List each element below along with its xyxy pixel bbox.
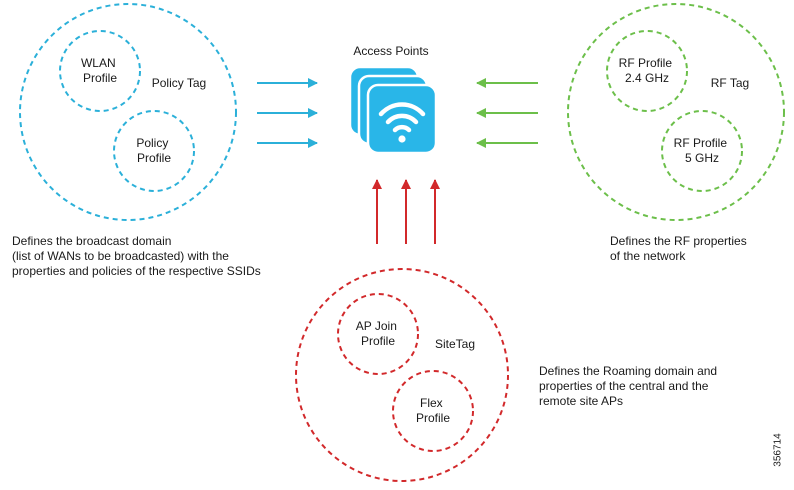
site-caption-line: properties of the central and the — [539, 379, 709, 393]
site-caption-line: Defines the Roaming domain and — [539, 364, 718, 378]
policy-tag-group: WLAN Profile Policy Profile Policy Tag — [19, 3, 237, 221]
figure-id-text: 356714 — [772, 433, 784, 467]
policy-profile-circle — [113, 110, 195, 192]
rf-caption-line: of the network — [610, 249, 686, 263]
policy-caption-line: (list of WANs to be broadcasted) with th… — [12, 249, 229, 263]
site-tag-circle — [295, 268, 509, 482]
rf-caption-line: Defines the RF properties — [610, 234, 747, 248]
policy-tag-label: Policy Tag — [152, 76, 206, 90]
rf-profile-24-label: RF Profile 2.4 GHz — [619, 56, 676, 85]
wlan-profile-label: WLAN Profile — [81, 56, 119, 85]
rf-profile-24-circle — [606, 30, 688, 112]
rf-profile-5-circle — [661, 110, 743, 192]
policy-profile-label: Policy Profile — [136, 136, 171, 165]
access-points: Access Points — [348, 44, 438, 155]
ap-join-profile-label: AP Join Profile — [356, 319, 400, 348]
rf-tag-circle — [567, 3, 785, 221]
rf-tag-label: RF Tag — [711, 76, 749, 90]
site-tag-caption: Defines the Roaming domain and propertie… — [539, 364, 717, 409]
policy-caption-line: properties and policies of the respectiv… — [12, 264, 261, 278]
rf-tag-caption: Defines the RF properties of the network — [610, 234, 747, 264]
ap-join-profile-circle — [337, 293, 419, 375]
site-caption-line: remote site APs — [539, 394, 624, 408]
wlan-profile-circle — [59, 30, 141, 112]
access-point-card-front — [366, 83, 438, 155]
site-tag-group: AP Join Profile Flex Profile SiteTag — [295, 268, 509, 482]
policy-tag-circle — [19, 3, 237, 221]
policy-tag-caption: Defines the broadcast domain (list of WA… — [12, 234, 261, 279]
site-arrows — [372, 179, 440, 244]
rf-profile-5-label: RF Profile 5 GHz — [674, 136, 731, 165]
rf-arrows — [476, 78, 538, 148]
flex-profile-circle — [392, 370, 474, 452]
site-tag-label: SiteTag — [435, 337, 475, 351]
policy-arrows — [257, 78, 318, 148]
access-points-label: Access Points — [353, 44, 428, 58]
rf-tag-group: RF Profile 2.4 GHz RF Profile 5 GHz RF T… — [567, 3, 785, 221]
flex-profile-label: Flex Profile — [416, 396, 450, 425]
wifi-icon — [378, 102, 426, 143]
policy-caption-line: Defines the broadcast domain — [12, 234, 172, 248]
figure-id: 356714 — [771, 430, 785, 470]
